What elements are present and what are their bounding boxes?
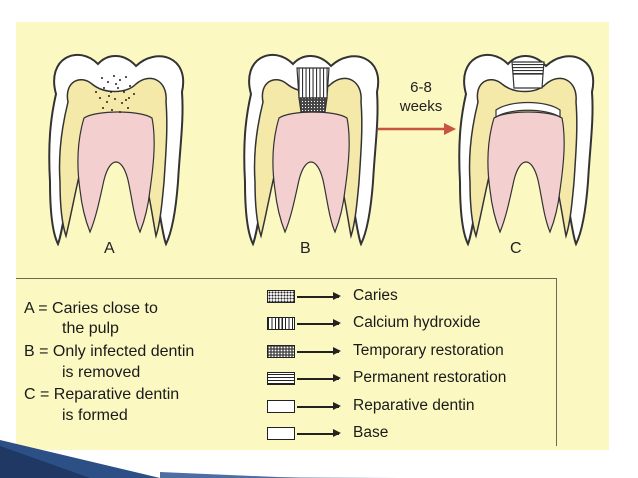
calcium-hydroxide-pattern-swatch <box>267 317 295 330</box>
definition-a-line2: the pulp <box>62 320 119 337</box>
blank-swatch <box>267 427 295 440</box>
teeth-illustration <box>48 53 595 247</box>
arrow-right-icon <box>297 293 341 299</box>
arrow-caption-line1: 6-8 <box>410 79 432 96</box>
legend-label: Permanent restoration <box>353 369 507 386</box>
definition-a-line1: A = Caries close to <box>24 300 158 317</box>
legend-label: Caries <box>353 287 398 304</box>
temporary-restoration-pattern-swatch <box>267 345 295 358</box>
caries-dots <box>95 75 135 113</box>
definition-b-line2: is removed <box>62 364 141 381</box>
arrow-right-icon <box>297 375 341 381</box>
arrow-right-icon <box>297 430 341 436</box>
legend-box <box>16 278 557 446</box>
arrow-right-icon <box>297 320 341 326</box>
caries-pattern-swatch <box>267 290 295 303</box>
progression-arrow <box>378 123 456 135</box>
tooth-label-c: C <box>510 240 522 257</box>
legend-label: Calcium hydroxide <box>353 314 481 331</box>
arrow-right-icon <box>297 348 341 354</box>
definition-c-line1: C = Reparative dentin <box>24 386 180 403</box>
arrow-right-icon <box>297 403 341 409</box>
legend-label: Base <box>353 424 389 441</box>
blank-swatch <box>267 400 295 413</box>
definition-c-line2: is formed <box>62 407 128 424</box>
slide-decoration <box>0 440 400 478</box>
tooth-label-a: A <box>104 240 115 257</box>
tooth-label-b: B <box>300 240 311 257</box>
legend-label: Temporary restoration <box>353 342 504 359</box>
arrow-caption: 6-8 weeks <box>386 78 456 116</box>
tooth-b <box>243 53 380 247</box>
permanent-restoration-pattern-swatch <box>267 372 295 385</box>
legend-label: Reparative dentin <box>353 397 475 414</box>
tooth-a <box>48 53 185 247</box>
tooth-c <box>458 53 595 247</box>
definition-b-line1: B = Only infected dentin <box>24 343 195 360</box>
arrow-caption-line2: weeks <box>399 98 443 115</box>
